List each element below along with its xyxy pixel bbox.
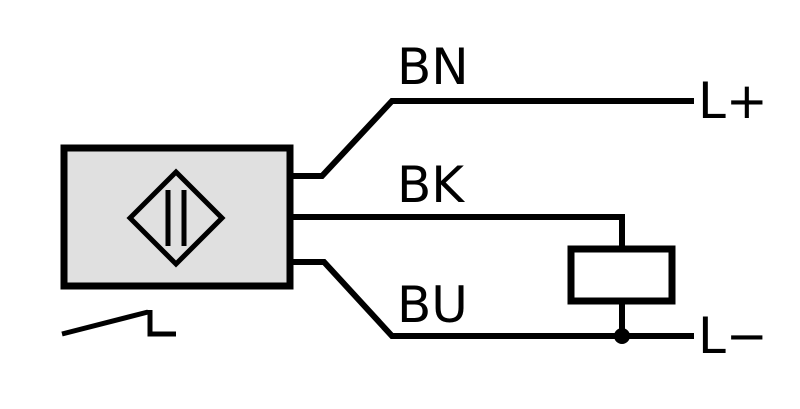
wire-label-bn: BN [397, 38, 469, 96]
wire-black [290, 214, 625, 247]
inductive-sensor-icon [126, 168, 226, 268]
terminal-label-positive: L+ [698, 72, 768, 130]
junction-dot [614, 328, 630, 344]
load-resistor [567, 245, 676, 305]
wire-brown [290, 98, 694, 179]
normally-open-switch-icon [61, 309, 176, 337]
wire-blue [290, 259, 694, 339]
wire-label-bu: BU [397, 276, 468, 334]
terminal-label-negative: L− [698, 307, 768, 365]
wire-label-bk: BK [397, 156, 465, 214]
